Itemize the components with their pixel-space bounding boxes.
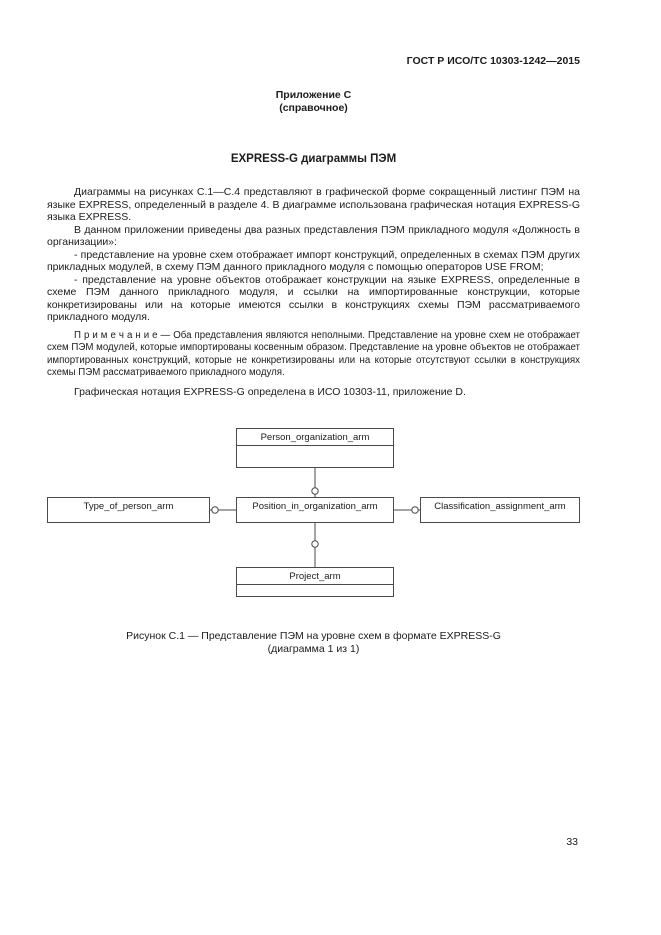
page-number: 33	[566, 836, 578, 848]
schema-box-person-organization-arm: Person_organization_arm	[236, 428, 394, 468]
figure-caption-line2: (диаграмма 1 из 1)	[267, 643, 360, 655]
schema-box-label: Classification_assignment_arm	[434, 501, 566, 512]
schema-box-label: Type_of_person_arm	[83, 501, 174, 512]
list-item-object-level: - представление на уровне объектов отобр…	[47, 273, 580, 324]
section-heading: EXPRESS-G диаграммы ПЭМ	[230, 153, 397, 165]
schema-box-label: Project_arm	[237, 568, 393, 585]
relation-circle-top	[311, 487, 319, 495]
relation-circle-left	[211, 506, 219, 514]
figure-caption-line1: Рисунок С.1 — Представление ПЭМ на уровн…	[126, 630, 501, 642]
annex-title: Приложение С	[275, 89, 352, 101]
relation-circle-bottom	[311, 540, 319, 548]
figure-caption: Рисунок С.1 — Представление ПЭМ на уровн…	[47, 630, 580, 656]
annex-subtitle: (справочное)	[279, 102, 348, 114]
connector-lines	[210, 468, 420, 567]
schema-box-label: Person_organization_arm	[237, 429, 393, 446]
paragraph-intro: Диаграммы на рисунках С.1—С.4 представля…	[47, 186, 580, 223]
list-item-schema-level: - представление на уровне схем отображае…	[47, 248, 580, 274]
express-g-diagram: Person_organization_arm Type_of_person_a…	[47, 428, 580, 598]
document-header: ГОСТ Р ИСО/ТС 10303-1242—2015	[406, 55, 580, 67]
schema-box-project-arm: Project_arm	[236, 567, 394, 597]
schema-box-position-in-organization-arm: Position_in_organization_arm	[236, 497, 394, 523]
paragraph-two-views: В данном приложении приведены два разных…	[47, 223, 580, 249]
relation-circle-right	[411, 506, 419, 514]
note-paragraph: П р и м е ч а н и е — Оба представления …	[47, 329, 580, 379]
schema-box-label: Position_in_organization_arm	[252, 501, 378, 512]
schema-box-type-of-person-arm: Type_of_person_arm	[47, 497, 210, 523]
paragraph-notation-ref: Графическая нотация EXPRESS-G определена…	[74, 385, 466, 398]
schema-box-classification-assignment-arm: Classification_assignment_arm	[420, 497, 580, 523]
